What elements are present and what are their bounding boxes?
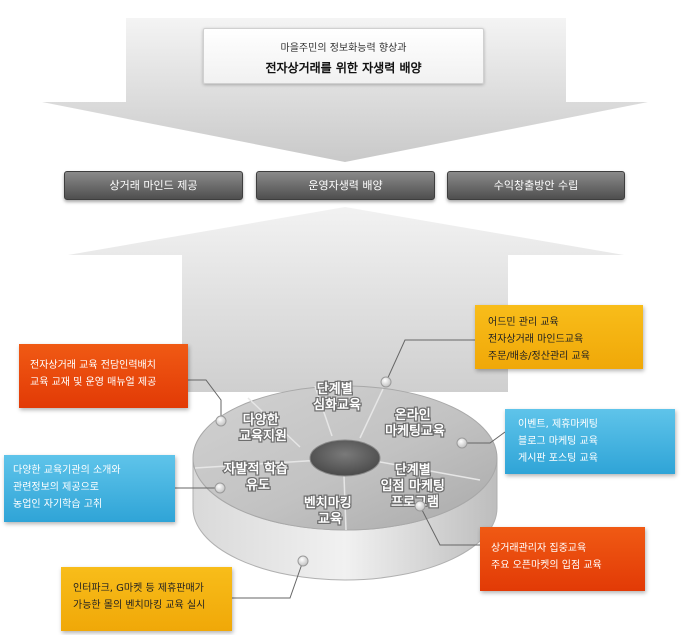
down-arrow-shape	[42, 18, 648, 162]
marker-dot-institutions	[214, 482, 226, 494]
callout-staff-line-2: 교육 교재 및 운영 매뉴얼 제공	[30, 377, 157, 388]
leader-line-event	[462, 431, 506, 444]
segment-label-self-learning: 자발적 학습 유도	[224, 461, 293, 493]
callout-institutions-line-2: 관련정보의 제공으로	[13, 482, 99, 493]
segment-label-benchmarking: 벤치마킹 교육	[304, 495, 356, 527]
callout-staff-materials: 전자상거래 교육 전담인력배치 교육 교재 및 운영 매뉴얼 제공	[19, 344, 188, 408]
callout-admin-line-3: 주문/배송/정산관리 교육	[488, 351, 590, 362]
callout-staff-line-1: 전자상거래 교육 전담인력배치	[30, 360, 156, 371]
callout-institutions-line-1: 다양한 교육기관의 소개와	[13, 465, 121, 476]
goal-pill-revenue: 수익창출방안 수립	[447, 171, 625, 200]
callout-event-line-1: 이벤트, 제휴마케팅	[518, 419, 598, 430]
disk-center-hole	[309, 439, 381, 477]
leader-line-staff	[188, 379, 222, 421]
callout-event-marketing: 이벤트, 제휴마케팅 블로그 마케팅 교육 게시판 포스팅 교육	[505, 409, 675, 474]
leader-lines	[175, 339, 506, 599]
marker-dots	[214, 376, 468, 567]
goal-pill-mindset: 상거래 마인드 제공	[64, 171, 243, 200]
callout-event-line-3: 게시판 포스팅 교육	[518, 453, 598, 464]
callout-admin-education: 어드민 관리 교육 전자상거래 마인드교육 주문/배송/정산관리 교육	[475, 305, 643, 369]
callout-event-line-2: 블로그 마케팅 교육	[518, 436, 598, 447]
header-subtitle: 마을주민의 정보화능력 향상과	[280, 43, 407, 54]
callout-intensive-line-1: 상거래관리자 집중교육	[491, 543, 587, 554]
marker-dot-staff	[215, 415, 227, 427]
header-box: 마을주민의 정보화능력 향상과 전자상거래를 위한 자생력 배양	[203, 28, 484, 84]
segment-dividers	[194, 385, 481, 531]
leader-line-intensive	[419, 505, 480, 546]
callout-admin-line-2: 전자상거래 마인드교육	[488, 334, 584, 345]
segment-label-deep-education: 단계별 심화교육	[313, 381, 361, 413]
callout-institutions: 다양한 교육기관의 소개와 관련정보의 제공으로 농업인 자기학습 고취	[4, 455, 175, 522]
callout-benchmarking-malls: 인터파크, G마켓 등 제휴판매가 가능한 몰의 벤치마킹 교육 실시	[61, 567, 232, 631]
leader-line-admin	[385, 339, 475, 383]
marker-dot-admin	[380, 376, 392, 388]
callout-intensive-training: 상거래관리자 집중교육 주요 오픈마켓의 입점 교육	[480, 527, 645, 591]
callout-intensive-line-2: 주요 오픈마켓의 입점 교육	[491, 560, 602, 571]
goal-pill-self-reliance: 운영자생력 배양	[256, 171, 435, 200]
marker-dot-event	[456, 437, 468, 449]
callout-benchmarking-line-1: 인터파크, G마켓 등 제휴판매가	[73, 583, 204, 594]
callout-benchmarking-line-2: 가능한 몰의 벤치마킹 교육 실시	[73, 600, 206, 611]
marker-dot-intensive	[414, 500, 426, 512]
callout-admin-line-1: 어드민 관리 교육	[488, 317, 559, 328]
header-title: 전자상거래를 위한 자생력 배양	[265, 61, 422, 75]
segment-label-entry-marketing: 단계별 입점 마케팅 프로그램	[381, 462, 450, 510]
leader-line-interpark	[232, 560, 304, 599]
segment-label-various-support: 다양한 교육지원	[239, 412, 287, 444]
segment-label-online-marketing: 온라인 마케팅교육	[385, 407, 445, 439]
callout-institutions-line-3: 농업인 자기학습 고취	[13, 499, 103, 510]
marker-dot-interpark	[297, 555, 309, 567]
